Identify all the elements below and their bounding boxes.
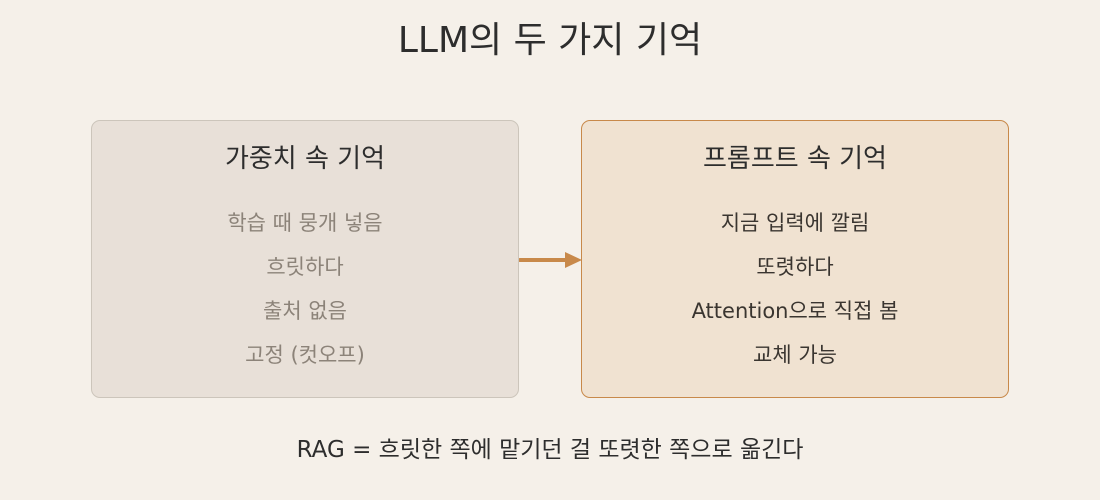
weights-memory-item: 출처 없음: [263, 299, 347, 323]
prompt-memory-list: 지금 입력에 깔림 또렷하다 Attention으로 직접 봄 교체 가능: [582, 201, 1008, 377]
prompt-memory-item: Attention으로 직접 봄: [691, 299, 899, 323]
diagram-title: LLM의 두 가지 기억: [397, 20, 703, 61]
prompt-memory-item: 지금 입력에 깔림: [720, 211, 870, 235]
weights-memory-title: 가중치 속 기억: [224, 144, 386, 174]
weights-memory-item: 학습 때 뭉개 넣음: [227, 211, 383, 235]
weights-memory-item: 고정 (컷오프): [245, 343, 365, 367]
arrow-right-icon: [519, 252, 582, 268]
prompt-memory-item: 또렷하다: [756, 255, 834, 279]
footer-caption: RAG = 흐릿한 쪽에 맡기던 걸 또렷한 쪽으로 옮긴다: [296, 437, 804, 463]
prompt-memory-title: 프롬프트 속 기억: [703, 144, 887, 174]
weights-memory-box: 가중치 속 기억 학습 때 뭉개 넣음 흐릿하다 출처 없음 고정 (컷오프): [91, 120, 519, 398]
prompt-memory-item: 교체 가능: [753, 343, 837, 367]
prompt-memory-box: 프롬프트 속 기억 지금 입력에 깔림 또렷하다 Attention으로 직접 …: [581, 120, 1009, 398]
weights-memory-list: 학습 때 뭉개 넣음 흐릿하다 출처 없음 고정 (컷오프): [92, 201, 518, 377]
weights-memory-item: 흐릿하다: [266, 255, 344, 279]
